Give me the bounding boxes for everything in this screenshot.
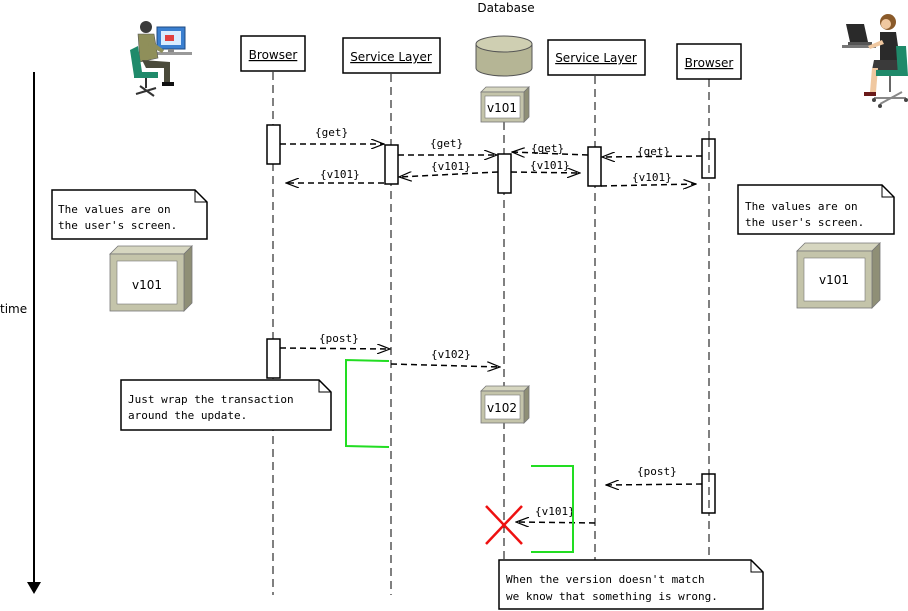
activation-bar bbox=[587, 146, 602, 187]
message-label: {v101} bbox=[530, 159, 570, 172]
participant-browser-right: Browser bbox=[676, 43, 742, 80]
message-arrow bbox=[512, 152, 589, 155]
participant-label: Service Layer bbox=[350, 50, 432, 64]
message-arrow bbox=[602, 156, 703, 157]
note-line: The values are on bbox=[745, 200, 858, 213]
note-wrap-transaction: Just wrap the transaction around the upd… bbox=[120, 379, 332, 431]
db-version-label: v102 bbox=[487, 401, 517, 415]
activation-bar bbox=[266, 338, 281, 379]
message-arrows bbox=[279, 144, 703, 523]
message-arrow bbox=[510, 172, 580, 173]
message-arrow bbox=[390, 364, 500, 367]
message-arrow bbox=[606, 484, 703, 485]
conflict-cross-icon bbox=[485, 505, 523, 545]
note-line: When the version doesn't match bbox=[506, 573, 705, 586]
message-label: {v102} bbox=[431, 348, 471, 361]
diagram-title: Database bbox=[477, 1, 534, 15]
participant-label: Browser bbox=[249, 48, 298, 62]
man-at-computer-icon bbox=[130, 21, 192, 97]
database-cylinder-icon bbox=[475, 35, 533, 77]
participant-browser-left: Browser bbox=[240, 35, 306, 72]
message-label: {v101} bbox=[535, 505, 575, 518]
time-label: time bbox=[0, 302, 27, 316]
note-screen-left: The values are on the user's screen. bbox=[51, 189, 208, 240]
time-axis bbox=[27, 72, 41, 594]
note-line: The values are on bbox=[58, 203, 171, 216]
participant-service-right: Service Layer bbox=[547, 39, 646, 76]
message-label: {get} bbox=[637, 145, 670, 158]
transaction-bracket bbox=[531, 465, 574, 553]
screen-value-label: v101 bbox=[132, 278, 162, 292]
message-label: {v101} bbox=[431, 160, 471, 173]
message-arrow bbox=[399, 171, 499, 177]
participant-label: Browser bbox=[685, 56, 734, 70]
note-line: around the update. bbox=[128, 409, 247, 422]
woman-at-computer-icon bbox=[842, 14, 908, 108]
note-line: the user's screen. bbox=[58, 219, 177, 232]
message-label: {get} bbox=[315, 126, 348, 139]
message-arrow bbox=[600, 184, 696, 186]
note-screen-right: The values are on the user's screen. bbox=[737, 184, 895, 235]
note-line: Just wrap the transaction bbox=[128, 393, 294, 406]
transaction-bracket bbox=[345, 358, 390, 448]
db-version-box-bottom: v102 bbox=[480, 385, 530, 424]
db-version-label: v101 bbox=[487, 101, 517, 115]
participant-service-left: Service Layer bbox=[342, 37, 441, 74]
activation-bar bbox=[266, 124, 281, 165]
activation-bar bbox=[497, 153, 512, 194]
message-label: {post} bbox=[319, 332, 359, 345]
message-arrow bbox=[516, 522, 596, 523]
db-version-box-top: v101 bbox=[480, 86, 530, 123]
message-label: {v101} bbox=[632, 171, 672, 184]
message-label: {get} bbox=[531, 142, 564, 155]
message-label: {v101} bbox=[320, 168, 360, 181]
note-line: the user's screen. bbox=[745, 216, 864, 229]
message-label: {post} bbox=[637, 465, 677, 478]
note-line: we know that something is wrong. bbox=[506, 590, 718, 603]
screen-value-box-left: v101 bbox=[109, 245, 193, 312]
message-arrow bbox=[279, 348, 390, 349]
note-version-mismatch: When the version doesn't match we know t… bbox=[498, 559, 764, 610]
activation-bar bbox=[384, 144, 399, 185]
participant-label: Service Layer bbox=[555, 51, 637, 65]
message-labels: {get} {get} {get} {get} {v101} {v101} {v… bbox=[315, 126, 677, 518]
screen-value-box-right: v101 bbox=[796, 242, 881, 309]
screen-value-label: v101 bbox=[819, 273, 849, 287]
message-label: {get} bbox=[430, 137, 463, 150]
